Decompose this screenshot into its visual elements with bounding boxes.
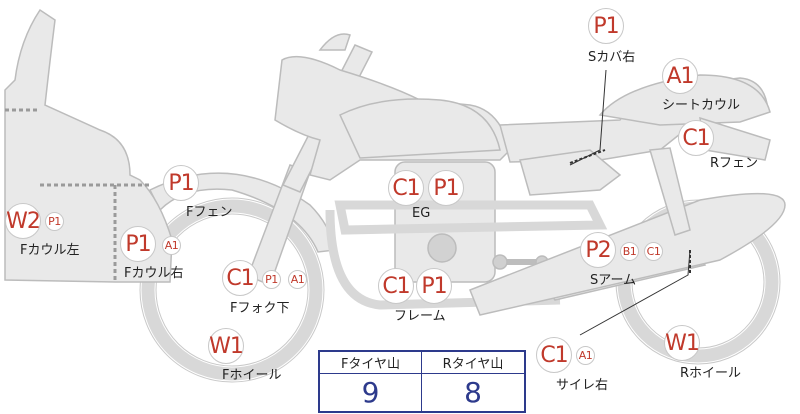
part-label: Fフェン (186, 205, 233, 220)
damage-code: C1 (644, 242, 663, 261)
part-label: Rフェン (710, 156, 759, 171)
damage-code: P1 (45, 212, 64, 231)
part-label: Sカバ右 (588, 50, 636, 65)
front-tread-value: 9 (320, 374, 422, 411)
rear-tread-header: Rタイヤ山 (422, 352, 524, 374)
part-label: サイレ右 (556, 378, 609, 393)
damage-code: A1 (662, 58, 698, 94)
damage-code: W1 (208, 328, 244, 364)
damage-code: P1 (588, 8, 624, 44)
part-label: Sアーム (590, 273, 637, 288)
part-label: EG (412, 206, 431, 221)
damage-code: B1 (620, 242, 639, 261)
damage-code: C1 (222, 260, 258, 296)
part-label: Fホイール (222, 368, 282, 383)
damage-code: C1 (378, 268, 414, 304)
damage-code: P2 (580, 232, 616, 268)
damage-code: P1 (120, 226, 156, 262)
damage-code: P1 (262, 270, 281, 289)
damage-code: W1 (664, 325, 700, 361)
damage-code: A1 (162, 236, 181, 255)
part-label: Fフォク下 (230, 301, 290, 316)
damage-code: P1 (428, 170, 464, 206)
damage-code: A1 (288, 270, 307, 289)
damage-code: C1 (678, 120, 714, 156)
front-tread-header: Fタイヤ山 (320, 352, 422, 374)
part-label: フレーム (394, 309, 446, 324)
side-cover-shape (519, 149, 622, 196)
rear-tread-value: 8 (464, 376, 482, 409)
damage-code: P1 (163, 165, 199, 201)
damage-code: W2 (5, 203, 41, 239)
part-label: シートカウル (662, 98, 741, 113)
damage-code: A1 (576, 346, 595, 365)
damage-code: C1 (536, 337, 572, 373)
part-label: Rホイール (680, 366, 742, 381)
damage-code: P1 (416, 268, 452, 304)
part-label: Fカウル右 (124, 266, 184, 281)
front-wheel-shape (141, 199, 323, 381)
seat-cowl-shape (598, 74, 771, 126)
part-label: Fカウル左 (20, 243, 80, 258)
tire-tread-table: Fタイヤ山 Rタイヤ山 9 8 (318, 350, 526, 413)
damage-code: C1 (388, 170, 424, 206)
